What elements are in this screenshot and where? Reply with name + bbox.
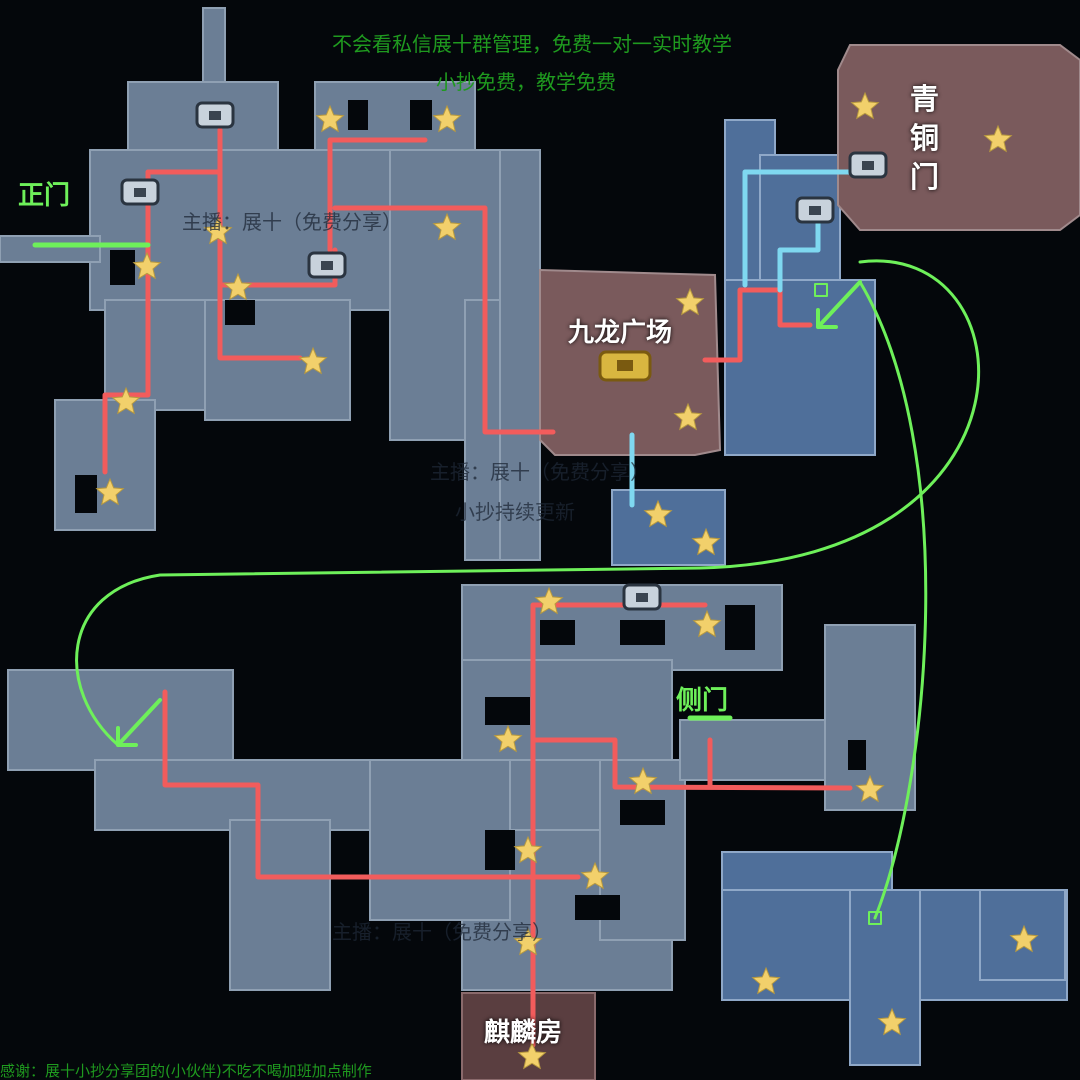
transfer-route: [858, 280, 928, 920]
watermark: 小抄持续更新: [455, 500, 575, 524]
star-icon: [855, 774, 885, 803]
star-icon: [628, 766, 658, 795]
star-icon: [203, 216, 233, 245]
markers-layer: [95, 91, 1039, 1070]
bronze-gate-room: [837, 44, 1080, 231]
waypoint: [868, 911, 882, 925]
arrow-icon: [816, 280, 862, 329]
treasure-chest-icon: [848, 151, 888, 179]
treasure-chest-icon: [120, 178, 160, 206]
star-icon: [580, 861, 610, 890]
main-route: [217, 127, 303, 361]
room: [104, 299, 216, 411]
star-icon: [691, 527, 721, 556]
main-route: [332, 205, 556, 435]
treasure-chest-icon: [307, 251, 347, 279]
chest-lock: [134, 188, 146, 197]
main-route: [327, 137, 428, 253]
star-icon: [983, 124, 1013, 153]
room: [0, 235, 101, 263]
chest-lock: [209, 111, 221, 120]
star-icon: [534, 586, 564, 615]
wall-gap: [348, 100, 368, 130]
star-icon: [493, 724, 523, 753]
star-icon: [877, 1007, 907, 1036]
room: [7, 669, 234, 771]
wall-gap: [410, 100, 432, 130]
room-blue: [724, 279, 876, 456]
room-blue: [611, 489, 726, 566]
header-line-1: 不会看私信展十群管理，免费一对一实时教学: [332, 32, 732, 56]
star-icon: [223, 272, 253, 301]
watermark: 主播：展十（免费分享）: [182, 210, 402, 234]
wall-gap: [110, 250, 135, 285]
wall-gap: [620, 620, 665, 645]
chest-lock: [636, 593, 648, 602]
alt-route: [777, 215, 821, 293]
jiulong-plaza-label: 九龙广场: [568, 318, 673, 348]
wall-gap: [620, 800, 665, 825]
chest-lock: [321, 261, 333, 270]
wall-gap: [725, 605, 755, 650]
star-icon: [111, 386, 141, 415]
chest-lock: [809, 206, 821, 215]
header-line-2: 小抄免费，教学免费: [436, 70, 616, 94]
main-route: [530, 737, 853, 791]
star-icon: [95, 477, 125, 506]
wall-gap: [848, 740, 866, 770]
main-route: [162, 689, 581, 880]
bronze-gate-label: 青 铜 门: [910, 82, 940, 194]
star-icon: [692, 609, 722, 638]
star-icon: [432, 104, 462, 133]
wall-gap: [540, 620, 575, 645]
transfer-route: [75, 259, 981, 747]
treasure-chest-icon: [622, 583, 662, 611]
room: [499, 149, 541, 561]
star-icon: [751, 966, 781, 995]
star-icon: [513, 927, 543, 956]
star-icon: [513, 835, 543, 864]
chest-lock: [862, 161, 874, 170]
arrow-icon: [116, 698, 162, 747]
star-icon: [432, 212, 462, 241]
golden-chest-lock: [617, 360, 633, 371]
routes-layer: [32, 127, 981, 1048]
wall-gap: [75, 475, 97, 513]
main-route: [702, 287, 813, 363]
alt-route: [742, 169, 861, 288]
star-icon: [315, 104, 345, 133]
treasure-chest-icon: [598, 350, 652, 382]
star-icon: [850, 91, 880, 120]
wall-gap: [575, 895, 620, 920]
star-icon: [673, 402, 703, 431]
wall-gap: [485, 830, 515, 870]
watermark: 主播：展十（免费分享）: [332, 920, 552, 944]
qilin-room-label: 麒麟房: [484, 1018, 563, 1048]
side-gate-label: 侧门: [676, 686, 729, 716]
star-icon: [517, 1041, 547, 1070]
main-gate-label: 正门: [18, 181, 71, 211]
wall-gap: [225, 300, 255, 325]
star-icon: [298, 346, 328, 375]
room: [229, 819, 331, 991]
room: [679, 719, 826, 781]
star-icon: [675, 287, 705, 316]
watermark: 主播：展十（免费分享）: [430, 460, 650, 484]
waypoint: [814, 283, 828, 297]
star-icon: [643, 499, 673, 528]
credit-text: 感谢：展十小抄分享团的(小伙伴)不吃不喝加班加点制作: [0, 1062, 372, 1080]
treasure-chest-icon: [795, 196, 835, 224]
room-blue: [849, 889, 921, 1066]
room-blue: [721, 851, 893, 893]
main-route: [102, 169, 223, 475]
star-icon: [1009, 924, 1039, 953]
wall-gap: [485, 697, 530, 725]
star-icon: [132, 251, 162, 280]
treasure-chest-icon: [195, 101, 235, 129]
